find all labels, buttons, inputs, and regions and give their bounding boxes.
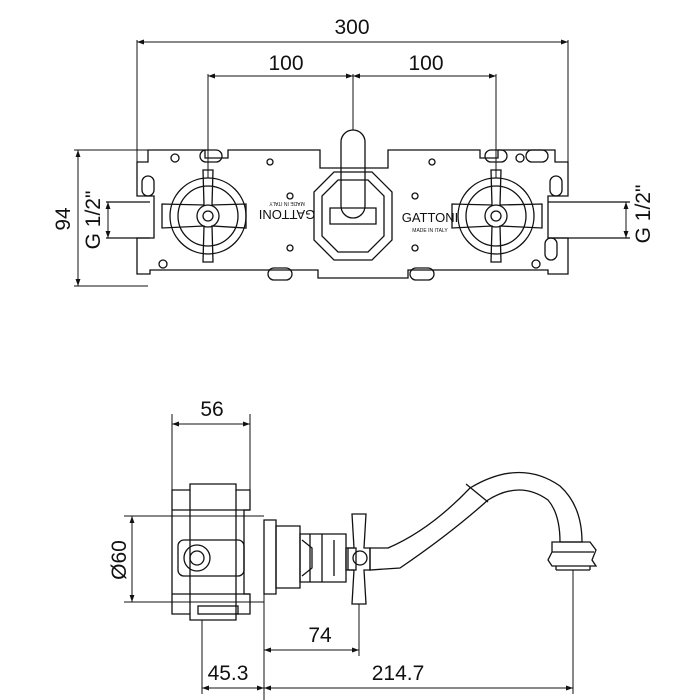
wall-box: [171, 483, 251, 621]
mounting-plate: [136, 149, 569, 279]
cartridge-body: [299, 533, 347, 583]
dim-label-height: 94: [52, 207, 75, 231]
front-view: [106, 129, 630, 281]
right-thread-stub: [548, 201, 630, 239]
dim-label-wall-offset: 45.3: [208, 662, 249, 685]
valve-body-window: [177, 539, 245, 577]
dim-label-spout-reach: 214.7: [372, 662, 425, 685]
left-thread-stub: [106, 201, 150, 239]
side-dimensions: [124, 414, 574, 700]
dim-label-right-thread: G 1/2": [632, 185, 655, 244]
dim-label-depth: 56: [200, 398, 223, 421]
mounting-slot: [199, 149, 223, 163]
left-valve: [161, 169, 247, 263]
mounting-slot: [525, 149, 549, 163]
left-brand-logo: GATTONI: [259, 207, 316, 222]
spout-aerator: [547, 541, 598, 567]
right-cross-handle: [451, 169, 543, 263]
right-valve: [451, 169, 543, 263]
right-brand-logo: GATTONI: [402, 210, 459, 225]
mounting-slot: [409, 267, 435, 281]
dim-label-handle-offset: 74: [308, 624, 332, 647]
screw-holes: [158, 153, 541, 269]
left-cross-handle: [161, 169, 247, 263]
side-view: [171, 471, 598, 621]
dim-label-right-spacing: 100: [408, 52, 443, 75]
dim-label-left-thread: G 1/2": [82, 191, 105, 250]
center-spout: [313, 129, 393, 261]
mounting-slot: [141, 175, 155, 197]
mounting-slot: [549, 175, 563, 197]
mounting-slot: [267, 267, 293, 281]
side-cross-handle: [347, 513, 371, 605]
right-made-in-label: MADE IN ITALY: [412, 228, 448, 234]
dim-label-left-spacing: 100: [268, 52, 303, 75]
mounting-slot: [544, 237, 558, 261]
left-made-in-label: MADE IN ITALY: [269, 200, 305, 206]
dim-label-total-width: 300: [334, 16, 369, 39]
dim-label-diameter: Ø60: [108, 540, 131, 580]
wall-flange: [263, 519, 277, 595]
front-dimensions: [74, 39, 629, 287]
